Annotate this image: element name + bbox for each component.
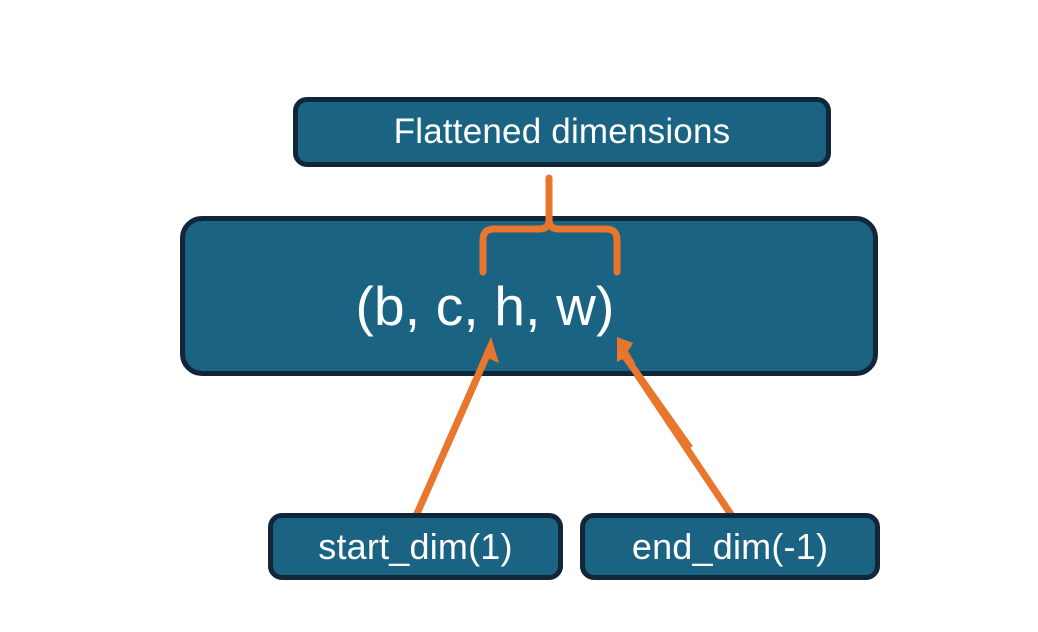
node-end-dim-label: end_dim(-1)	[631, 525, 829, 567]
node-flattened-dimensions[interactable]: Flattened dimensions	[293, 97, 831, 167]
arrow-start-dim-shaft	[412, 353, 491, 518]
node-start-dim-label: start_dim(1)	[318, 525, 513, 567]
node-flattened-dimensions-label: Flattened dimensions	[393, 112, 731, 151]
node-tensor-shape[interactable]: (b, c, h, w)	[180, 216, 878, 376]
node-start-dim[interactable]: start_dim(1)	[268, 513, 563, 580]
arrow-end-dim-shaft	[621, 353, 735, 518]
node-tensor-shape-label: (b, c, h, w)	[355, 274, 615, 337]
node-end-dim[interactable]: end_dim(-1)	[580, 513, 880, 580]
